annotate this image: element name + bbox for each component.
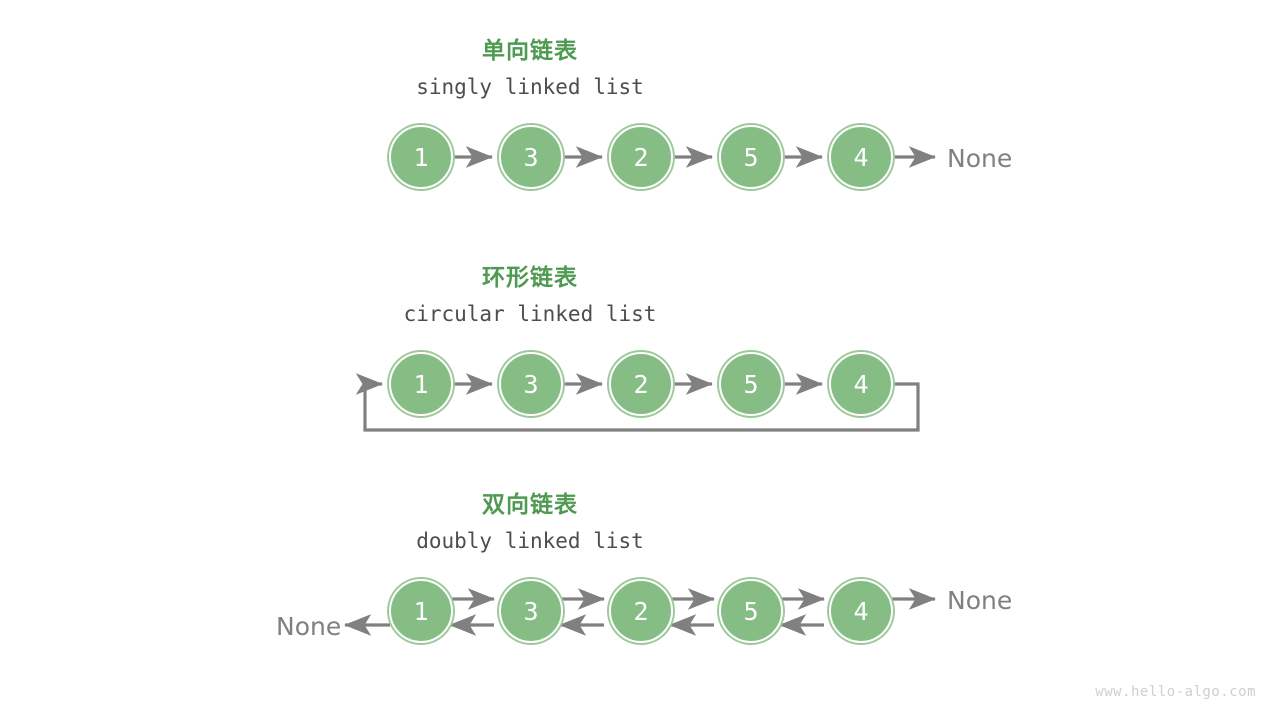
node-circular-4[interactable]: 4 [829,352,893,416]
section-circular-title-en: circular linked list [403,302,657,326]
node-singly-0[interactable]: 1 [389,125,453,189]
section-singly-heading: 单向链表 singly linked list [0,36,1060,102]
node-singly-1[interactable]: 3 [499,125,563,189]
node-singly-3[interactable]: 5 [719,125,783,189]
none-label-singly-tail: None [947,144,1013,173]
section-singly-title-en: singly linked list [416,75,644,99]
node-circular-1[interactable]: 3 [499,352,563,416]
node-circular-0[interactable]: 1 [389,352,453,416]
node-doubly-4[interactable]: 4 [829,579,893,643]
node-doubly-3[interactable]: 5 [719,579,783,643]
section-circular-title-cn: 环形链表 [482,265,578,291]
none-label-doubly-head: None [276,612,342,641]
none-label-doubly-tail: None [947,586,1013,615]
section-circular-heading: 环形链表 circular linked list [0,263,1060,329]
section-singly-title-cn: 单向链表 [482,38,578,64]
node-doubly-1[interactable]: 3 [499,579,563,643]
watermark: www.hello-algo.com [1095,684,1256,700]
section-doubly-title-cn: 双向链表 [482,492,578,518]
node-circular-3[interactable]: 5 [719,352,783,416]
node-doubly-2[interactable]: 2 [609,579,673,643]
section-doubly-heading: 双向链表 doubly linked list [0,490,1060,556]
node-singly-4[interactable]: 4 [829,125,893,189]
node-circular-2[interactable]: 2 [609,352,673,416]
section-doubly-title-en: doubly linked list [416,529,644,553]
node-doubly-0[interactable]: 1 [389,579,453,643]
node-singly-2[interactable]: 2 [609,125,673,189]
